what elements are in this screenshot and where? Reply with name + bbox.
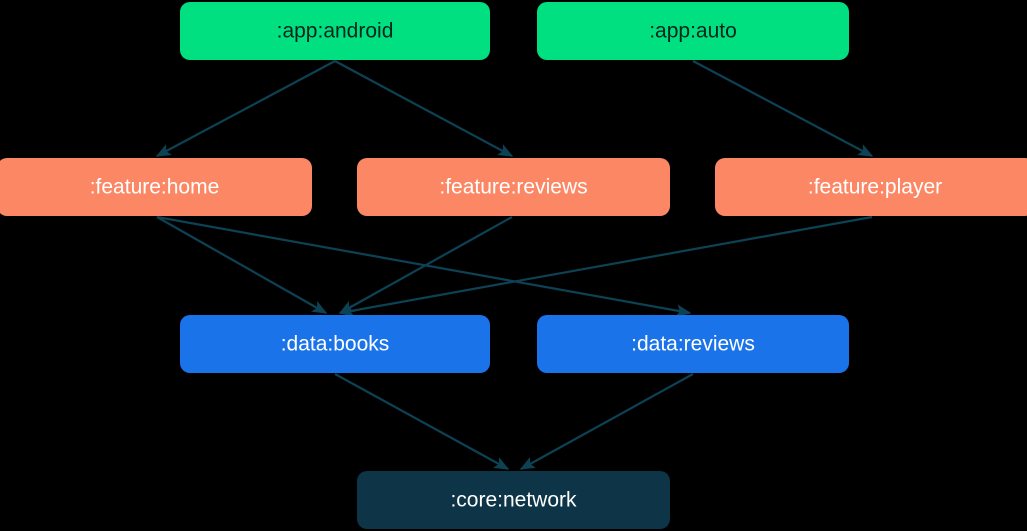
module-node-core-network[interactable]: :core:network (357, 471, 670, 529)
dependency-edge (156, 215, 692, 317)
node-label: :feature:player (808, 176, 942, 199)
node-box[interactable] (180, 315, 490, 373)
dependency-edge (156, 216, 328, 314)
module-node-data-reviews[interactable]: :data:reviews (537, 315, 849, 373)
module-node-data-books[interactable]: :data:books (180, 315, 490, 373)
node-box[interactable] (180, 2, 490, 60)
node-box[interactable] (357, 471, 670, 529)
node-box[interactable] (0, 158, 312, 216)
module-node-feature-home[interactable]: :feature:home (0, 158, 312, 216)
dependency-edge (692, 60, 874, 157)
module-node-app-auto[interactable]: :app:auto (537, 2, 849, 60)
node-label: :data:reviews (631, 333, 755, 356)
dependency-edge (334, 373, 510, 470)
node-label: :feature:reviews (439, 176, 587, 199)
node-label: :core:network (450, 489, 577, 512)
edges-layer (155, 60, 874, 470)
node-box[interactable] (537, 2, 849, 60)
dependency-edge (338, 216, 513, 314)
node-label: :feature:home (90, 176, 220, 199)
node-label: :app:android (277, 20, 394, 43)
node-box[interactable] (715, 158, 1027, 216)
node-box[interactable] (357, 158, 670, 216)
dependency-edge (519, 373, 694, 470)
dependency-edge (155, 60, 336, 157)
dependency-edge (338, 215, 873, 317)
dependency-edge (334, 60, 514, 157)
node-label: :app:auto (649, 20, 737, 43)
node-box[interactable] (537, 315, 849, 373)
module-node-app-android[interactable]: :app:android (180, 2, 490, 60)
module-node-feature-reviews[interactable]: :feature:reviews (357, 158, 670, 216)
node-label: :data:books (281, 333, 390, 356)
module-node-feature-player[interactable]: :feature:player (715, 158, 1027, 216)
